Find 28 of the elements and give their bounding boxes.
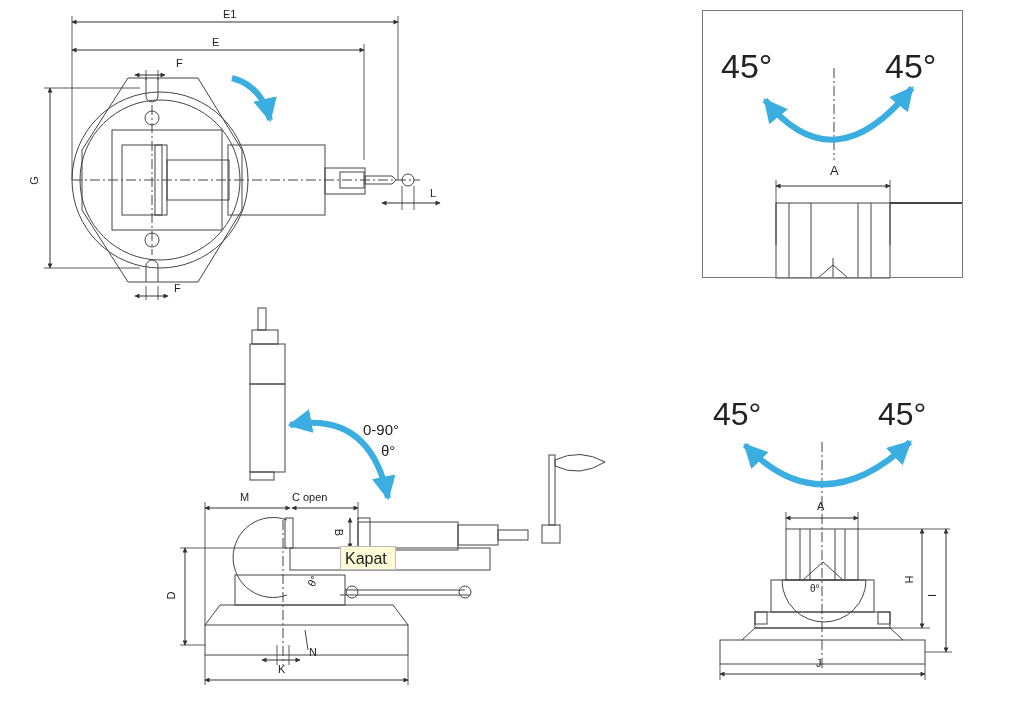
- node-label: Kapat: [345, 551, 387, 567]
- angle-label: 45°: [721, 49, 773, 83]
- dimension-label: G: [28, 176, 40, 185]
- dimension-label: I: [927, 593, 939, 598]
- dimension-label: F: [176, 58, 183, 69]
- dimension-label: K: [278, 664, 286, 675]
- dimension-label: N: [309, 647, 317, 658]
- dimension-label: 45°: [878, 398, 927, 430]
- dimension-label: H: [904, 575, 916, 584]
- dimension-label: B: [333, 528, 345, 537]
- dimension-label: L: [430, 188, 437, 199]
- dimension-label: 0-90°: [363, 422, 400, 437]
- dimension-label: M: [240, 492, 250, 503]
- dimension-label: D: [166, 591, 178, 600]
- dimension-label: θ°: [810, 584, 820, 594]
- dimension-label: E: [212, 37, 220, 48]
- dimension-label: E1: [223, 9, 237, 20]
- dimension-label: θ°: [381, 443, 396, 458]
- angle-label: 45°: [885, 49, 937, 83]
- dimension-label: 45°: [713, 398, 762, 430]
- dimension-label: θ°: [305, 574, 321, 589]
- dimension-label: F: [174, 283, 181, 294]
- dimension-label: J: [816, 658, 822, 669]
- dimension-label: A: [830, 164, 839, 177]
- detail-panel: [702, 10, 963, 278]
- dimension-label: C open: [292, 492, 328, 503]
- dimension-label: A: [817, 501, 825, 512]
- highlight-label: [340, 546, 396, 570]
